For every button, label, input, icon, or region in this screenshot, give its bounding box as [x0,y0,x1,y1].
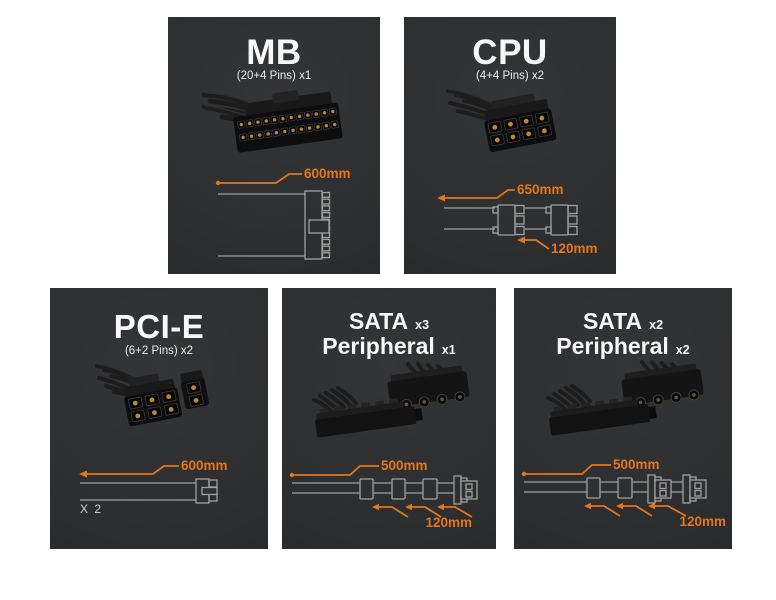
cable-outline-drawing [80,478,218,504]
connector-housing-6pin [124,373,182,427]
cable-length-diagram [215,173,331,260]
title-main-count: x2 [649,318,664,332]
peripheral-connector-body [387,365,470,410]
pcie-6plus2pin-connector-photo [95,363,209,427]
sata-connector-outline [586,477,601,499]
card-title: SATA x3 Peripheral x1 [282,308,496,361]
title-main: SATA [582,308,643,334]
peripheral-connector-outline [647,474,672,504]
sata-connector-outline [617,477,633,499]
sata-connector-outline [391,478,406,500]
eps-8pin-connector-photo [446,88,557,153]
segment-label: 120mm [679,514,726,529]
title-main-count: x3 [415,318,430,332]
title-sub-count: x2 [675,343,690,357]
card-subtitle: (4+4 Pins) x2 [475,70,545,82]
length-label: 650mm [517,182,564,197]
length-label: 500mm [613,457,660,472]
card-title: PCI-E [113,308,205,345]
title-line-peripheral: Peripheral x1 [282,333,496,361]
quantity-label: X 2 [80,502,103,516]
title-sub: Peripheral [556,333,669,359]
connector-outline [545,204,578,236]
card-sata-x3-peripheral-x1: SATA x3 Peripheral x1 [282,288,496,549]
title-line-peripheral: Peripheral x2 [514,333,732,361]
sata-connector-outline [359,478,374,500]
length-leader-line [289,465,379,478]
sata-connector-outline [422,478,438,500]
cable-outline-drawing [524,474,707,504]
length-leader-line [215,173,302,186]
title-sub: Peripheral [322,333,435,359]
title-main: SATA [348,308,409,334]
sata-connector-body [315,398,423,438]
length-label: 500mm [381,458,428,473]
socket-holes [400,391,466,410]
cable-outline-drawing [218,190,331,260]
segment-arrows [584,502,687,517]
connector-outline [195,478,218,504]
sata-and-peripheral-connectors-photo [312,362,470,438]
atx-24pin-connector-photo [201,90,343,153]
length-label: 600mm [181,458,228,473]
sata-cable-strands [546,384,592,412]
card-title: CPU [472,33,548,72]
socket-holes [634,389,700,408]
title-sub-count: x1 [441,343,456,357]
segment-arrow [517,236,550,250]
title-line-sata: SATA x2 [514,308,732,336]
sata-and-peripheral-connectors-photo [546,360,704,436]
cable-length-diagram [79,465,218,504]
segment-arrows [372,503,473,518]
length-label: 600mm [304,166,351,181]
connector-latch [308,219,330,234]
cable-length-diagram [437,189,578,250]
connector-housing [233,90,343,153]
segment-label: 120mm [425,515,472,530]
card-mb: MB (20+4 Pins) x1 [168,17,380,274]
card-title: MB [246,33,302,72]
peripheral-connector-outline [682,474,707,504]
card-subtitle: (20+4 Pins) x1 [236,70,312,82]
sata-cable-strands [312,386,358,414]
connector-outline [492,204,525,236]
connector-housing-2pin [180,370,209,410]
card-pcie: PCI-E (6+2 Pins) x2 [50,288,268,549]
peripheral-connector-outline [453,475,478,505]
length-leader-line [79,465,179,478]
card-cpu: CPU (4+4 Pins) x2 [404,17,616,274]
cable-outline-drawing [444,204,578,236]
sata-connector-body [549,396,657,436]
card-subtitle: (6+2 Pins) x2 [124,345,194,357]
connector-housing [484,93,557,153]
cable-length-diagram [521,464,707,517]
title-line-sata: SATA x3 [282,308,496,336]
segment-label: 120mm [551,241,598,256]
cable-outline-drawing [292,475,478,505]
peripheral-connector-body [621,363,704,408]
length-leader-line [437,189,515,202]
cable-length-diagram [289,465,478,518]
length-leader-line [521,464,611,477]
